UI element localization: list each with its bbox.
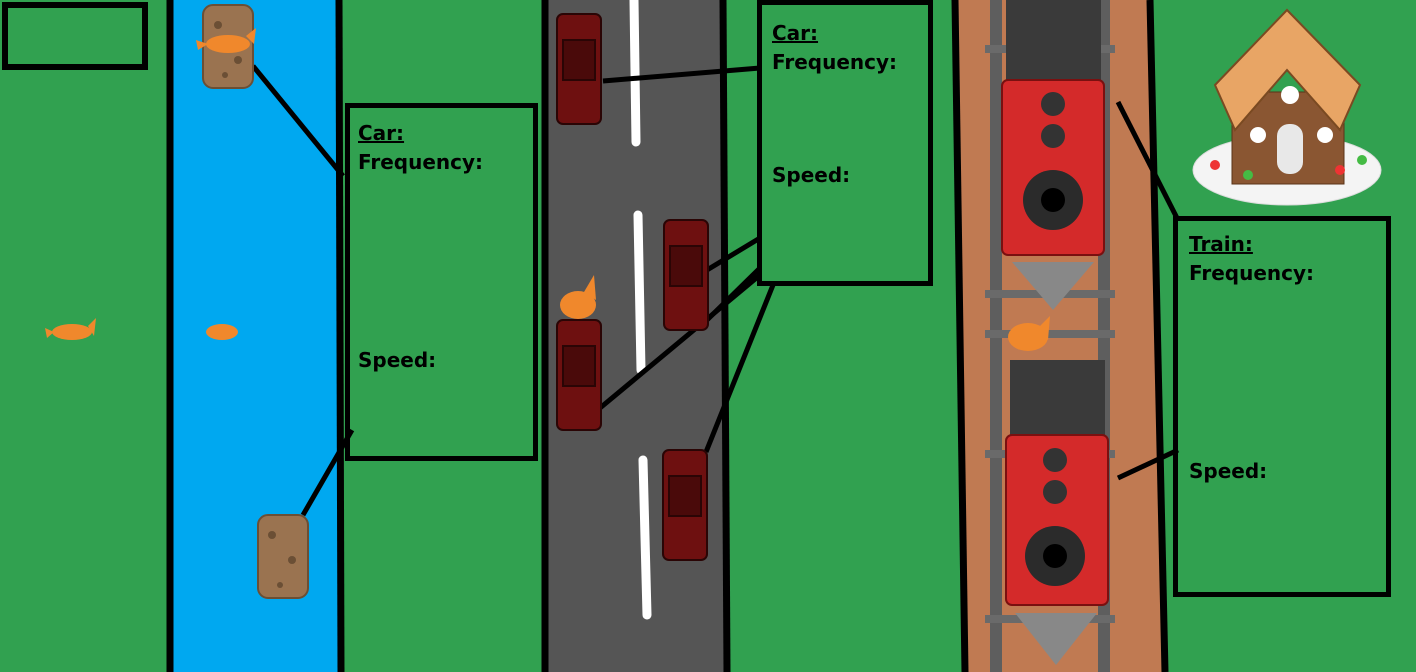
fox-icon — [1008, 316, 1050, 351]
train-panel — [1173, 216, 1391, 597]
log-icon — [257, 514, 309, 599]
road-car-frequency-label: Frequency: — [772, 50, 898, 74]
road-car-speed-label: Speed: — [772, 163, 851, 187]
fox-icon — [560, 275, 596, 319]
road-car-title: Car: — [772, 21, 819, 45]
train-frequency-label: Frequency: — [1189, 261, 1315, 285]
train-icon — [1001, 0, 1105, 310]
train-speed-label: Speed: — [1189, 459, 1268, 483]
river-lane — [168, 0, 340, 672]
train-icon — [1005, 360, 1109, 665]
road-dash — [629, 0, 641, 147]
river-car-panel — [345, 103, 538, 461]
road-dash — [638, 455, 652, 620]
top-left-box — [2, 2, 148, 70]
fox-icon — [206, 324, 238, 340]
train-title: Train: — [1189, 232, 1253, 256]
river-car-speed-label: Speed: — [358, 348, 437, 372]
car-icon — [663, 219, 709, 331]
fox-icon — [196, 28, 256, 53]
car-icon — [556, 319, 602, 431]
road-dash — [633, 210, 646, 375]
gingerbread-house-icon — [1192, 8, 1382, 206]
river-car-title: Car: — [358, 121, 405, 145]
car-icon — [662, 449, 708, 561]
car-icon — [556, 13, 602, 125]
river-car-frequency-label: Frequency: — [358, 150, 484, 174]
road-car-panel — [757, 0, 933, 286]
fox-icon — [45, 318, 96, 340]
